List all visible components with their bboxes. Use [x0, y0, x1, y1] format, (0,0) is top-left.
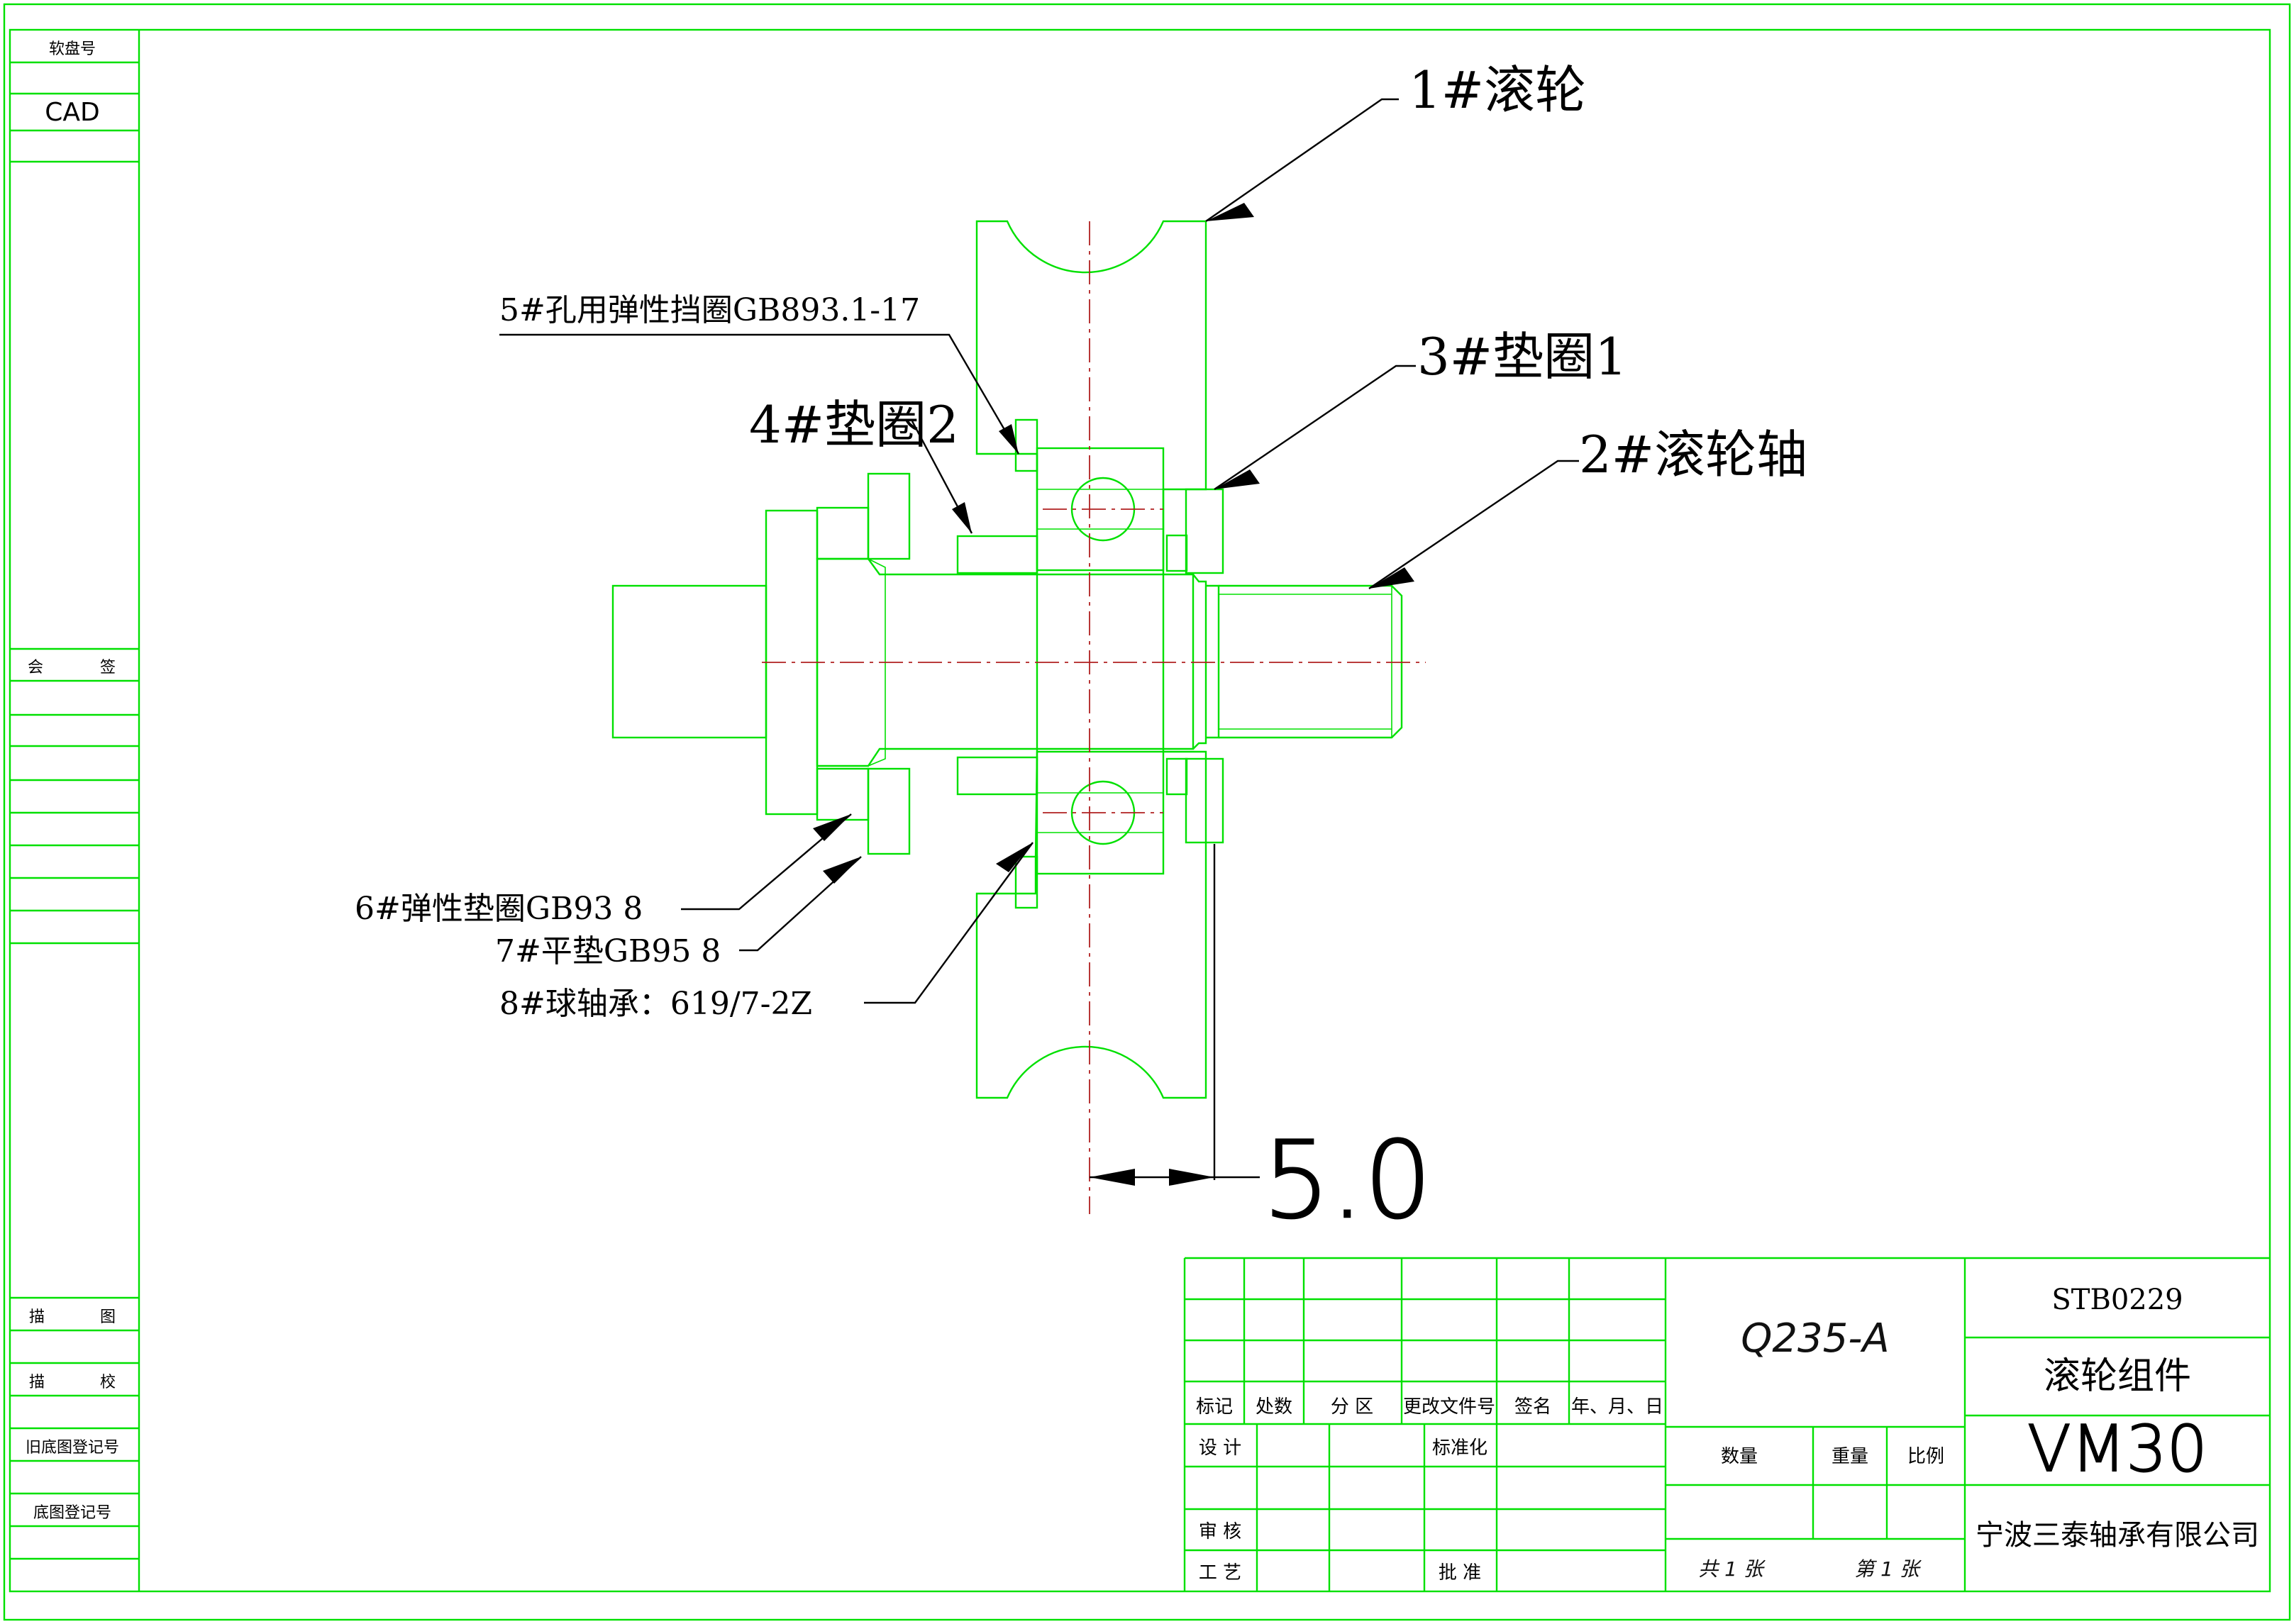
header-signature: 签名: [1514, 1396, 1551, 1418]
title-block: [1183, 1257, 2270, 1591]
side-panel: [10, 30, 140, 1591]
callout-roller: 1#滚轮: [1409, 60, 1586, 120]
roller-wheel: [975, 220, 1207, 1099]
model-number: VM30: [2027, 1412, 2207, 1486]
ball-bearing: [1037, 477, 1163, 845]
header-mark: 标记: [1196, 1396, 1233, 1418]
dimension-5-0: [1090, 844, 1260, 1186]
base-register-label: 底图登记号: [33, 1504, 111, 1522]
callout-washer-1: 3#垫圈1: [1417, 327, 1627, 386]
washer-4: [956, 535, 1038, 796]
callout-spring-washer: 6#弹性垫圈GB93 8: [355, 891, 643, 927]
inner-border: [9, 28, 2271, 1593]
sheets-total: 共 1 张: [1698, 1557, 1766, 1581]
callout-ball-bearing: 8#球轴承：619/7-2Z: [499, 986, 812, 1022]
washer-3: [1165, 488, 1224, 844]
callout-shaft: 2#滚轮轴: [1579, 425, 1807, 484]
countersign-label-2: 签: [100, 659, 116, 677]
countersign-label-1: 会: [28, 659, 43, 677]
process-label: 工 艺: [1199, 1562, 1241, 1584]
outer-border: [3, 3, 2291, 1621]
draw-label-2: 图: [100, 1308, 116, 1326]
callout-washer-2: 4#垫圈2: [749, 395, 959, 455]
approve-label: 批 准: [1439, 1562, 1481, 1584]
draw-label-1: 描: [29, 1308, 45, 1326]
cad-label: CAD: [45, 98, 99, 127]
dimension-value: 5.0: [1263, 1119, 1432, 1242]
part-name: 滚轮组件: [2044, 1355, 2191, 1398]
header-zone: 分 区: [1331, 1396, 1373, 1418]
standardization-label: 标准化: [1432, 1437, 1487, 1459]
drawing-number: STB0229: [2051, 1284, 2183, 1316]
review-label: 审 核: [1199, 1521, 1241, 1542]
material-value: Q235-A: [1741, 1316, 1889, 1362]
check-label-2: 校: [100, 1374, 116, 1391]
header-date: 年、月、日: [1571, 1396, 1663, 1418]
disk-number-label: 软盘号: [49, 40, 96, 58]
quantity-label: 数量: [1721, 1446, 1758, 1467]
header-change-doc: 更改文件号: [1403, 1396, 1495, 1418]
sheet-number: 第 1 张: [1854, 1557, 1922, 1581]
retaining-ring-5: [1014, 418, 1038, 909]
callout-flat-washer: 7#平垫GB95 8: [495, 933, 721, 969]
leaders: [499, 98, 1579, 1004]
weight-label: 重量: [1832, 1446, 1868, 1467]
design-label: 设 计: [1199, 1437, 1241, 1459]
company-name: 宁波三泰轴承有限公司: [1976, 1519, 2259, 1552]
check-label-1: 描: [29, 1374, 45, 1391]
spring-washer-6: [816, 506, 870, 821]
old-base-register-label: 旧底图登记号: [26, 1439, 119, 1457]
scale-label: 比例: [1907, 1446, 1944, 1467]
flat-washer-7: [867, 472, 911, 855]
callout-retaining-ring: 5#孔用弹性挡圈GB893.1-17: [499, 292, 920, 328]
header-count: 处数: [1256, 1396, 1292, 1418]
